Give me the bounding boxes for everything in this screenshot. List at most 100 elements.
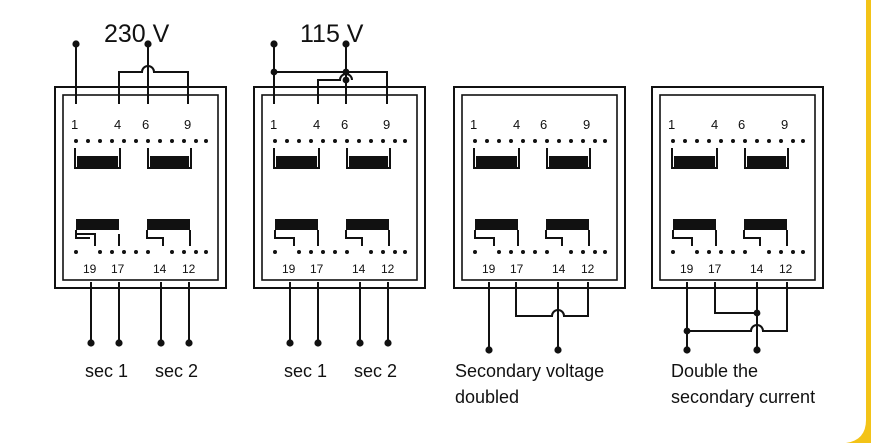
svg-text:17: 17 [111,262,125,276]
svg-text:9: 9 [583,117,590,132]
secondary-core-right [147,219,190,230]
top-pin-dots [473,139,607,143]
transformer-body-inner [461,94,618,281]
wire-bridge-1-6 [274,71,388,104]
caption-double-current-line1: Double the [671,361,758,381]
svg-text:14: 14 [352,262,366,276]
transformer-body-outer [54,86,227,289]
svg-text:14: 14 [750,262,764,276]
terminal-sec1-a [286,339,294,347]
top-pin-dots [671,139,805,143]
primary-core-right [349,156,388,167]
terminal-sec2-b [384,339,392,347]
transformer-body-inner [659,94,816,281]
secondary-core-left [275,219,318,230]
svg-text:1: 1 [668,117,675,132]
primary-core-right [747,156,786,167]
caption-voltage-doubled-line2: doubled [455,387,519,407]
primary-core-left [77,156,118,167]
svg-text:14: 14 [552,262,566,276]
svg-text:12: 12 [381,262,395,276]
secondary-pin-labels-1: 19 17 14 12 [83,262,196,276]
top-pin-dots [273,139,407,143]
diagram-secondary-series [453,86,626,354]
secondary-pin-labels-4: 19 17 14 12 [680,262,793,276]
secondary-core-left [76,219,119,230]
secondary-core-left [475,219,518,230]
diagram-115v [253,40,426,347]
transformer-body-outer [651,86,824,289]
primary-winding-right [346,148,391,169]
svg-text:12: 12 [779,262,793,276]
svg-text:6: 6 [540,117,547,132]
secondary-core-left [673,219,716,230]
output-label-sec1: sec 1 [85,361,128,381]
primary-winding-left [671,148,718,169]
transformer-body-inner [261,94,418,281]
primary-winding-right [546,148,591,169]
terminal-pin6 [342,40,350,48]
primary-pin-labels-2: 1 4 6 9 [270,117,390,132]
secondary-winding-left [672,230,717,246]
svg-text:4: 4 [513,117,520,132]
caption-voltage-doubled-line1: Secondary voltage [455,361,604,381]
svg-text:17: 17 [510,262,524,276]
output-label-sec1: sec 1 [284,361,327,381]
bottom-pin-dots [671,250,805,254]
output-label-sec2: sec 2 [155,361,198,381]
terminal-sec2-b [185,339,193,347]
terminal-sec2-a [157,339,165,347]
primary-core-right [549,156,588,167]
svg-text:6: 6 [142,117,149,132]
secondary-core-right [546,219,589,230]
junction-19 [683,327,691,335]
secondary-winding-left [474,230,519,246]
terminal-sec1-a [87,339,95,347]
diagram-secondary-parallel [651,86,824,354]
svg-text:1: 1 [71,117,78,132]
primary-winding-right [744,148,789,169]
secondary-winding-left-frame [75,230,90,239]
primary-pin-labels-4: 1 4 6 9 [668,117,788,132]
secondary-core-right [744,219,787,230]
caption-double-current-line2: secondary current [671,387,815,407]
wire-link-17-14 [714,282,757,314]
secondary-pin-labels-2: 19 17 14 12 [282,262,395,276]
terminal-out-a [683,346,691,354]
primary-winding-left [74,148,121,169]
voltage-label-115: 115 V [300,20,364,48]
svg-text:19: 19 [482,262,496,276]
svg-text:4: 4 [711,117,718,132]
svg-text:9: 9 [383,117,390,132]
svg-text:12: 12 [581,262,595,276]
bottom-pin-dots [473,250,607,254]
secondary-pin-labels-3: 19 17 14 12 [482,262,595,276]
svg-text:19: 19 [83,262,97,276]
svg-text:1: 1 [270,117,277,132]
svg-text:1: 1 [470,117,477,132]
primary-core-right [150,156,189,167]
terminal-sec1-b [314,339,322,347]
primary-winding-left [273,148,320,169]
svg-text:19: 19 [680,262,694,276]
terminal-pin6 [144,40,152,48]
svg-text:9: 9 [781,117,788,132]
primary-pin-labels-1: 1 4 6 9 [71,117,191,132]
diagram-230v [54,40,227,347]
svg-text:14: 14 [153,262,167,276]
primary-pin-labels-3: 1 4 6 9 [470,117,590,132]
svg-text:9: 9 [184,117,191,132]
transformer-body-outer [253,86,426,289]
junction-1 [270,68,278,76]
terminal-sec1-b [115,339,123,347]
wire-bridge-4-9 [118,65,189,104]
primary-winding-right [147,148,192,169]
junction-3 [342,76,350,84]
terminal-pin1 [72,40,80,48]
svg-text:17: 17 [310,262,324,276]
secondary-core-right [346,219,389,230]
transformer-body-outer [453,86,626,289]
junction-14 [753,309,761,317]
svg-text:6: 6 [341,117,348,132]
